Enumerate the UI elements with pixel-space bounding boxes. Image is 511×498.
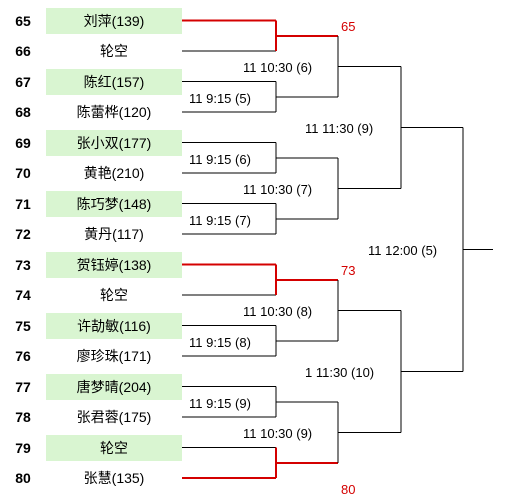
player-name: 轮空	[46, 434, 182, 461]
player-name: 张君蓉(175)	[76, 409, 152, 425]
match-time-label: 11 10:30 (7)	[242, 182, 314, 199]
match-time-label: 11 9:15 (8)	[188, 334, 252, 351]
player-seed: 76	[15, 348, 31, 364]
player-seed: 68	[15, 104, 31, 120]
bye-seed-label: 73	[341, 262, 356, 278]
player-name: 贺钰婷(138)	[46, 251, 182, 278]
player-name: 廖珍珠(171)	[76, 348, 152, 364]
player-name: 唐梦晴(204)	[46, 373, 182, 400]
match-time-label: 11 10:30 (6)	[242, 60, 314, 77]
player-seed: 74	[15, 287, 31, 303]
match-time-label: 11 11:30 (9)	[304, 121, 375, 138]
match-time-label: 11 9:15 (5)	[188, 90, 252, 107]
player-seed: 71	[15, 195, 31, 212]
player-seed: 72	[15, 226, 31, 242]
player-name: 黄丹(117)	[84, 226, 144, 242]
player-seed: 80	[15, 470, 31, 486]
player-seed: 78	[15, 409, 31, 425]
player-name: 陈巧梦(148)	[46, 190, 182, 217]
match-time-label: 1 11:30 (10)	[304, 365, 376, 382]
bye-seed-label: 80	[341, 482, 356, 497]
player-seed: 75	[15, 317, 31, 334]
player-seed: 70	[15, 165, 31, 181]
player-seed: 73	[15, 256, 31, 273]
match-time-label: 11 10:30 (8)	[242, 304, 314, 321]
player-name: 陈红(157)	[46, 68, 182, 95]
player-name: 轮空	[100, 287, 128, 303]
player-name: 许劼敏(116)	[46, 312, 182, 339]
player-name: 张小双(177)	[46, 129, 182, 156]
player-seed: 69	[15, 134, 31, 151]
bye-seed-label: 65	[341, 18, 356, 34]
player-seed: 66	[15, 43, 31, 59]
match-time-label: 11 9:15 (6)	[188, 151, 252, 168]
match-time-label: 11 9:15 (7)	[188, 212, 252, 229]
player-name: 张慧(135)	[83, 470, 145, 486]
player-name: 轮空	[100, 43, 128, 59]
player-seed: 79	[15, 439, 31, 456]
player-seed: 67	[15, 73, 31, 90]
player-seed: 77	[15, 378, 31, 395]
match-time-label: 11 9:15 (9)	[188, 395, 252, 412]
match-time-label: 11 10:30 (9)	[242, 426, 314, 443]
player-name: 黄艳(210)	[83, 165, 145, 181]
player-seed: 65	[15, 12, 31, 29]
final-match-label: 11 12:00 (5)	[367, 243, 439, 260]
player-name: 陈蕾桦(120)	[76, 104, 152, 120]
player-name: 刘萍(139)	[46, 7, 182, 34]
